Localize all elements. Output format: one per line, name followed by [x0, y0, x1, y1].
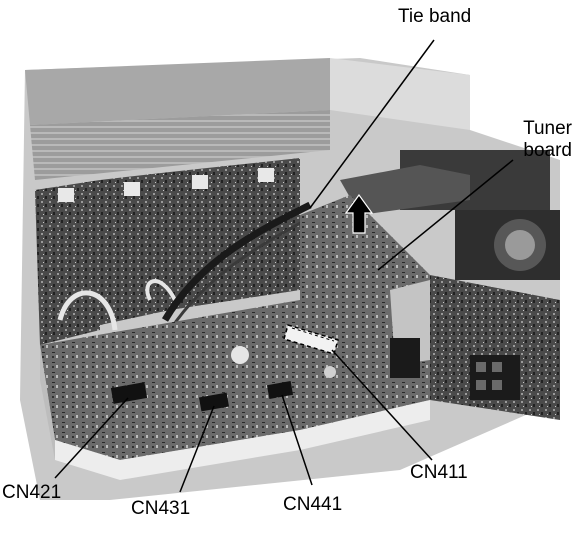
cn441-label: CN441 — [283, 494, 343, 515]
tuner-board-label-line1: Tuner — [523, 118, 572, 139]
leader-lines — [54, 39, 514, 493]
tie-band-label: Tie band — [398, 6, 472, 27]
tuner-board-label-line2: board — [523, 140, 572, 161]
amp-cards — [35, 158, 300, 345]
cn411-label: CN411 — [410, 462, 468, 483]
lift-arrow-icon — [344, 193, 374, 234]
cn421-label: CN421 — [2, 482, 62, 503]
cn411-connector-outline — [283, 324, 339, 355]
cn431-label: CN431 — [131, 498, 191, 519]
